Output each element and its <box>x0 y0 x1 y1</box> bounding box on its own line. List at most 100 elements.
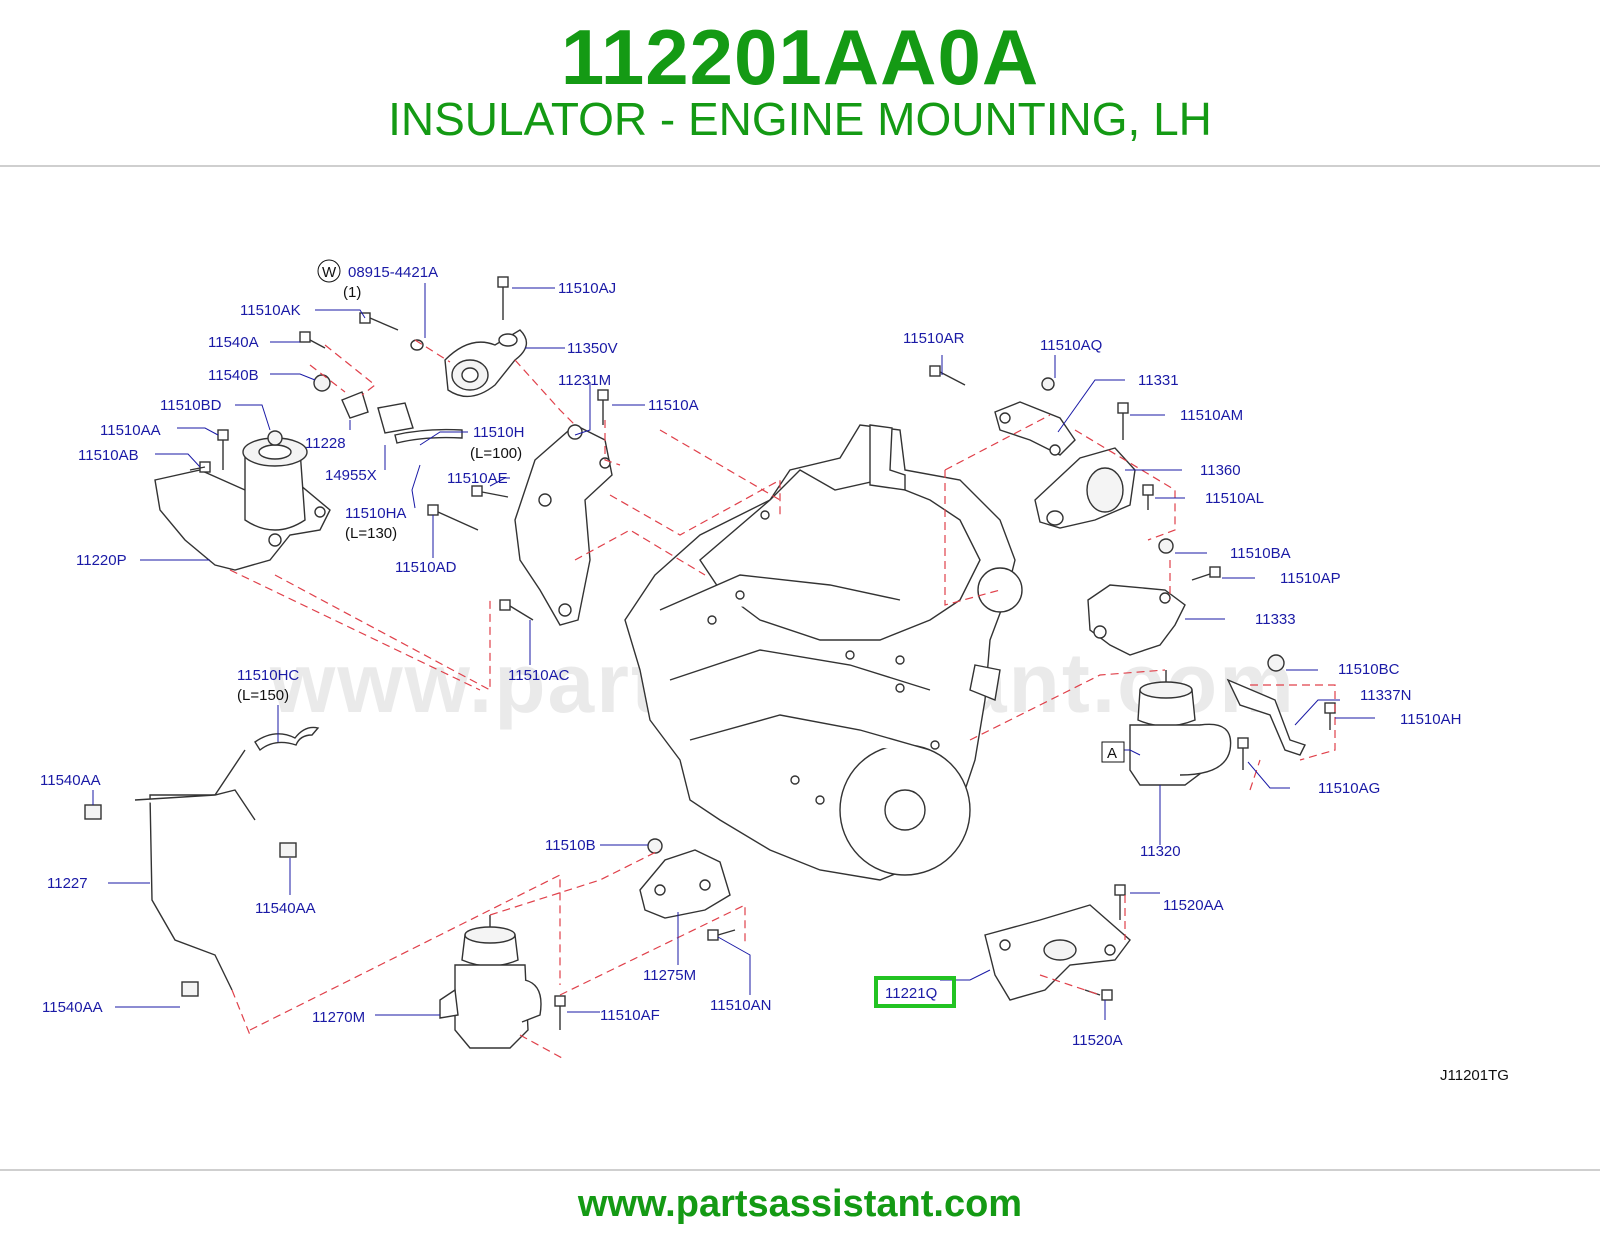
callout-11275M: 11275M <box>643 967 696 984</box>
part-name-subtitle: INSULATOR - ENGINE MOUNTING, LH <box>388 93 1212 145</box>
bolt-11540A <box>299 331 326 349</box>
bolt-11510AD <box>427 504 479 531</box>
callout-11227: 11227 <box>47 875 88 892</box>
callout-11510AR: 11510AR <box>903 330 965 347</box>
callout-11510H: 11510H <box>473 424 524 441</box>
callout-11350V: 11350V <box>567 340 618 357</box>
callout-11510AD: 11510AD <box>395 559 457 576</box>
reference-a-label: A <box>1107 745 1117 762</box>
hose-11510H <box>394 428 463 444</box>
callout-11510BD: 11510BD <box>160 397 222 414</box>
callout-11231M: 11231M <box>558 372 611 389</box>
mount-11320 <box>1129 670 1232 786</box>
mount-bracket-11220P <box>154 437 331 571</box>
callout-11510AJ: 11510AJ <box>558 280 616 297</box>
callout-11360: 11360 <box>1200 462 1241 479</box>
callout-11337N: 11337N <box>1360 687 1411 704</box>
callout-11510A: 11510A <box>648 397 699 414</box>
engine-block <box>624 424 1023 881</box>
callout-11510AL: 11510AL <box>1205 490 1264 507</box>
header-divider <box>0 165 1600 167</box>
bolt-11510AF <box>554 995 566 1030</box>
callout-11510H-length: (L=100) <box>470 445 522 462</box>
nut-11510B <box>647 838 663 854</box>
bolt-11510AE <box>471 485 509 498</box>
callout-leader-lines <box>92 283 1375 1020</box>
bolt-11510AL <box>1142 484 1154 510</box>
callout-11220P: 11220P <box>76 552 127 569</box>
callout-11540AA-bottom: 11540AA <box>42 999 103 1016</box>
callout-14955X: 14955X <box>325 467 377 484</box>
clip-11228 <box>341 391 369 419</box>
callout-11510AH: 11510AH <box>1400 711 1461 728</box>
callout-11320: 11320 <box>1140 843 1181 860</box>
nut-11510BD <box>267 430 283 446</box>
callout-11510AP: 11510AP <box>1280 570 1341 587</box>
bracket-11333 <box>1087 584 1186 656</box>
callout-11510HC-length: (L=150) <box>237 687 289 704</box>
callout-11221Q-highlighted[interactable]: 11221Q <box>885 985 937 1002</box>
bracket-11221Q <box>984 904 1131 1001</box>
exploded-parts-diagram: www.partsassistant.com <box>40 259 1509 1084</box>
sensor-14955X <box>377 402 414 434</box>
bracket-11331 <box>994 401 1076 456</box>
assembly-guide-lines <box>229 339 1336 1059</box>
callout-11510AB: 11510AB <box>78 447 139 464</box>
hose-11510HC <box>254 726 320 752</box>
bolt-11510AH <box>1324 702 1336 730</box>
part-number-title: 112201AA0A <box>560 13 1040 101</box>
pipe-11227 <box>134 749 256 991</box>
callout-11540AA-top: 11540AA <box>40 772 101 789</box>
callout-11520AA: 11520AA <box>1163 897 1224 914</box>
bolt-11510AR <box>929 365 966 386</box>
nut-11510AQ <box>1041 377 1055 391</box>
w-marker-text: W <box>322 264 337 281</box>
callout-11520A: 11520A <box>1072 1032 1123 1049</box>
callout-11510BC: 11510BC <box>1338 661 1400 678</box>
mount-11360 <box>1034 447 1136 529</box>
bolt-11510AC <box>499 599 534 621</box>
nut-11510BC <box>1267 654 1285 672</box>
bolt-11540AA-1 <box>84 804 102 820</box>
callout-11510B: 11510B <box>545 837 596 854</box>
w-marker-circle <box>317 259 341 283</box>
footer-url[interactable]: www.partsassistant.com <box>577 1183 1023 1225</box>
bolt-11510AG <box>1237 737 1249 770</box>
reference-a-box <box>1101 741 1125 763</box>
callout-11510HC: 11510HC <box>237 667 299 684</box>
bolt-11510AP <box>1191 566 1221 581</box>
callout-11510BA: 11510BA <box>1230 545 1291 562</box>
bracket-11231M <box>514 424 613 626</box>
callout-11540B: 11540B <box>208 367 259 384</box>
callout-11540AA-middle: 11540AA <box>255 900 316 917</box>
callout-11510AA: 11510AA <box>100 422 161 439</box>
bolt-11520A <box>1084 989 1113 1001</box>
bolt-11540AA-2 <box>279 842 297 858</box>
bracket-11275M <box>639 849 731 919</box>
footer-divider <box>0 1169 1600 1171</box>
callout-11331: 11331 <box>1138 372 1179 389</box>
callout-11510AF: 11510AF <box>600 1007 660 1024</box>
bolt-11510AK <box>359 312 399 331</box>
callout-11510AN: 11510AN <box>710 997 771 1014</box>
callout-11510AE: 11510AE <box>447 470 508 487</box>
bolt-11540AA-3 <box>181 981 199 997</box>
highlight-box <box>874 976 956 1008</box>
callout-11510HA-length: (L=130) <box>345 525 397 542</box>
bolt-11510AJ <box>497 276 509 320</box>
callout-11510AC: 11510AC <box>508 667 570 684</box>
bolt-11510AA <box>217 429 229 470</box>
nut-11510BA <box>1158 538 1174 554</box>
torque-rod-11350V <box>444 329 528 398</box>
callout-11510AM: 11510AM <box>1180 407 1243 424</box>
figure-code: J11201TG <box>1440 1067 1509 1084</box>
callout-11510HA: 11510HA <box>345 505 406 522</box>
callout-11510AQ: 11510AQ <box>1040 337 1102 354</box>
bracket-11337N <box>1226 678 1306 756</box>
mount-11270M <box>439 915 542 1049</box>
callout-11540A: 11540A <box>208 334 259 351</box>
nut-11540B <box>313 374 331 392</box>
callout-08915-qty: (1) <box>343 284 361 301</box>
callout-11333: 11333 <box>1255 611 1296 628</box>
bolt-11510A <box>597 389 609 425</box>
